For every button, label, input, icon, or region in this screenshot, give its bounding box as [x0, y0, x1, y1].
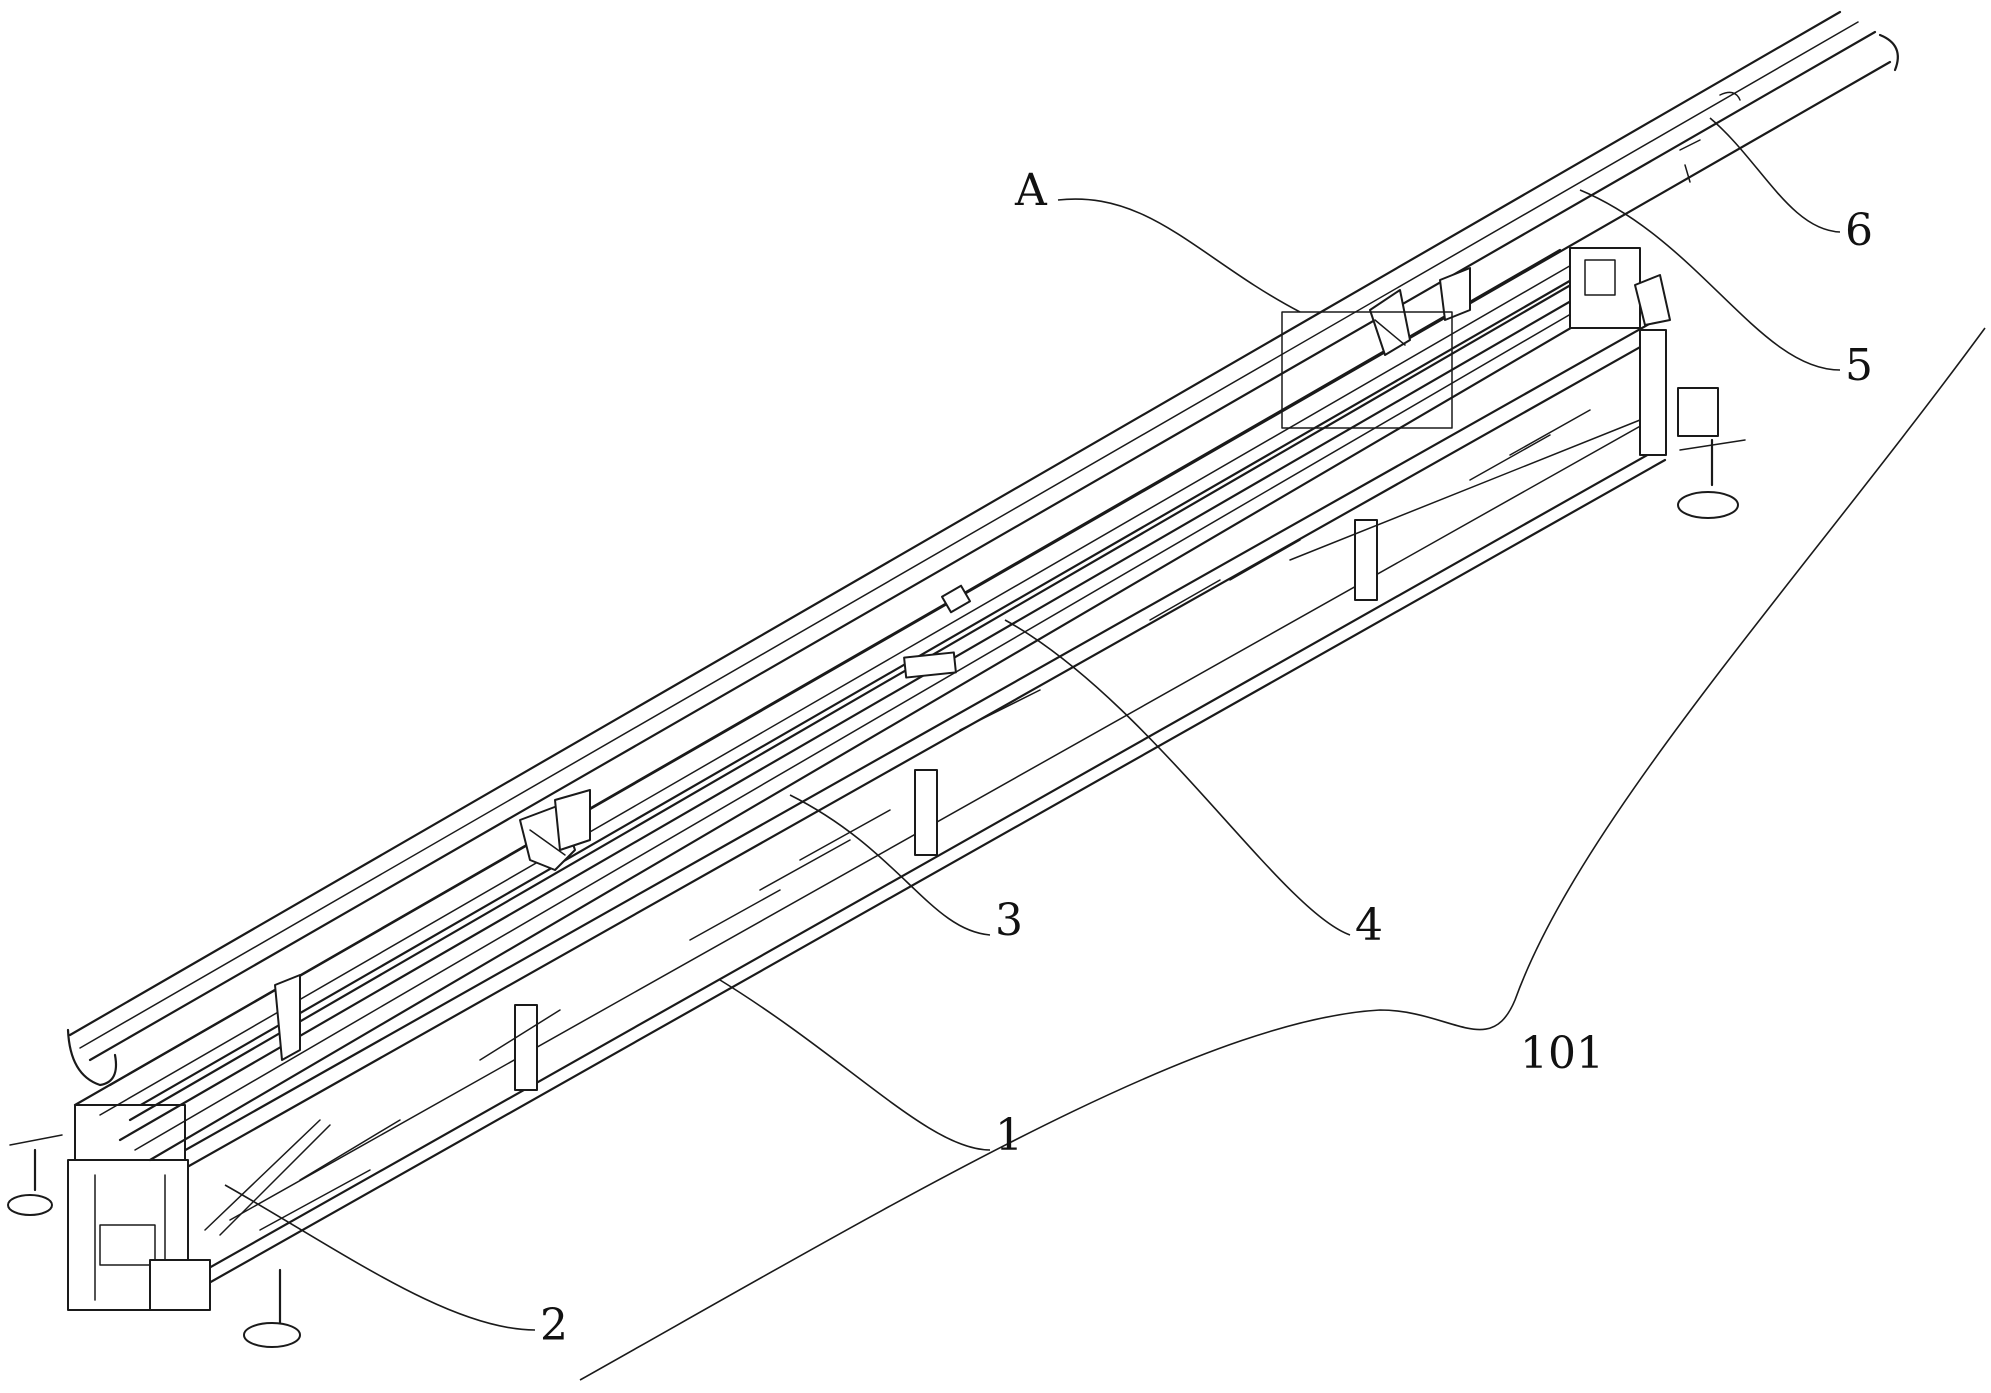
leader-6 — [1709, 117, 1841, 233]
label-a: A — [1014, 165, 1048, 216]
label-101: 101 — [1520, 1028, 1604, 1079]
labels: A 6 5 4 3 101 1 2 — [540, 165, 1873, 1351]
bracket-101 — [579, 327, 1986, 1381]
label-3: 3 — [995, 895, 1023, 946]
bracket-top — [1679, 139, 1701, 183]
bracket-2 — [554, 789, 591, 851]
base-frame — [78, 273, 1667, 1307]
leader-2 — [224, 1184, 536, 1331]
bracket-5 — [1439, 267, 1471, 321]
label-5: 5 — [1845, 340, 1873, 391]
feet — [7, 387, 1746, 1348]
leader-4 — [1004, 619, 1351, 936]
diagonal-brace — [204, 1119, 331, 1236]
bracket-4 — [1369, 289, 1411, 356]
bracket-3 — [274, 974, 301, 1061]
foot-left-1 — [7, 1134, 63, 1216]
detail-a-box — [1281, 311, 1453, 429]
channel-beam — [73, 247, 1641, 1122]
leader-1 — [719, 979, 991, 1151]
label-2: 2 — [540, 1300, 568, 1351]
label-1: 1 — [995, 1110, 1023, 1161]
bracket-mid — [940, 584, 972, 614]
leader-5 — [1579, 189, 1841, 371]
leader-3 — [789, 794, 991, 936]
foot-right — [1677, 387, 1746, 519]
guide-rail — [118, 288, 1612, 1162]
leader-a — [1057, 198, 1301, 313]
brackets — [274, 139, 1701, 1061]
leader-lines — [224, 117, 1986, 1381]
label-4: 4 — [1355, 900, 1383, 951]
bracket-6 — [1634, 274, 1671, 326]
upper-rail — [66, 10, 1899, 1087]
left-end-support — [67, 1104, 211, 1311]
label-6: 6 — [1845, 205, 1873, 256]
foot-left-2 — [243, 1268, 301, 1348]
